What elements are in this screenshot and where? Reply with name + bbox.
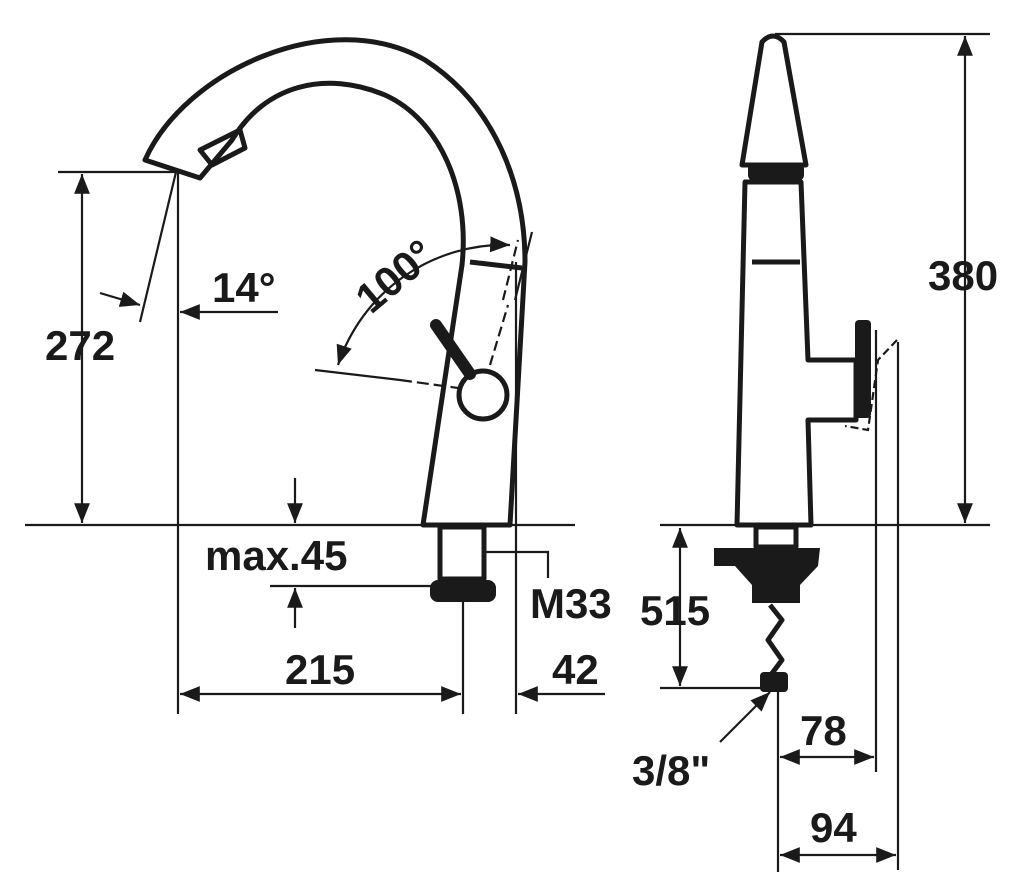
spray-head-ring bbox=[748, 163, 804, 181]
swivel-ext-line-2 bbox=[513, 231, 534, 301]
lever-front-open-position bbox=[844, 339, 898, 432]
angle-label-100: 100° bbox=[347, 230, 444, 322]
dim-label-42: 42 bbox=[552, 646, 599, 693]
dim-label-380: 380 bbox=[928, 252, 998, 299]
label-m33: M33 bbox=[530, 580, 612, 627]
mounting-nut bbox=[430, 580, 496, 602]
angle-arrow-14-left bbox=[99, 291, 141, 307]
angle-label-14: 14° bbox=[212, 264, 276, 311]
swivel-ext-line bbox=[314, 368, 401, 382]
dim-label-78: 78 bbox=[800, 707, 847, 754]
spout-angle-line bbox=[138, 171, 178, 323]
spout-joint bbox=[469, 259, 523, 271]
lever-open-position bbox=[488, 239, 520, 366]
supply-hose bbox=[765, 603, 785, 678]
faucet-side-view bbox=[142, 37, 528, 602]
lever-front bbox=[855, 320, 871, 418]
spray-head-button bbox=[197, 127, 248, 168]
mounting-shank bbox=[437, 524, 487, 582]
spray-head bbox=[739, 33, 809, 168]
lever-hub bbox=[456, 368, 510, 422]
m33-leader bbox=[486, 550, 550, 578]
dim-label-515: 515 bbox=[640, 587, 710, 634]
connection-leader bbox=[719, 691, 771, 743]
swivel-arc bbox=[336, 236, 511, 366]
lever-closed-position bbox=[399, 378, 459, 390]
faucet-body-front bbox=[734, 179, 859, 528]
dim-label-94: 94 bbox=[810, 804, 857, 851]
mounting-nut-front bbox=[752, 585, 800, 603]
spout-body bbox=[142, 37, 528, 528]
mounting-plate bbox=[714, 548, 820, 585]
label-3-8-inch: 3/8" bbox=[632, 747, 710, 794]
dim-label-272: 272 bbox=[45, 322, 115, 369]
faucet-front-view bbox=[714, 33, 898, 692]
dim-label-max45: max.45 bbox=[205, 532, 347, 579]
dim-label-215: 215 bbox=[285, 646, 355, 693]
shank-front bbox=[753, 524, 799, 550]
